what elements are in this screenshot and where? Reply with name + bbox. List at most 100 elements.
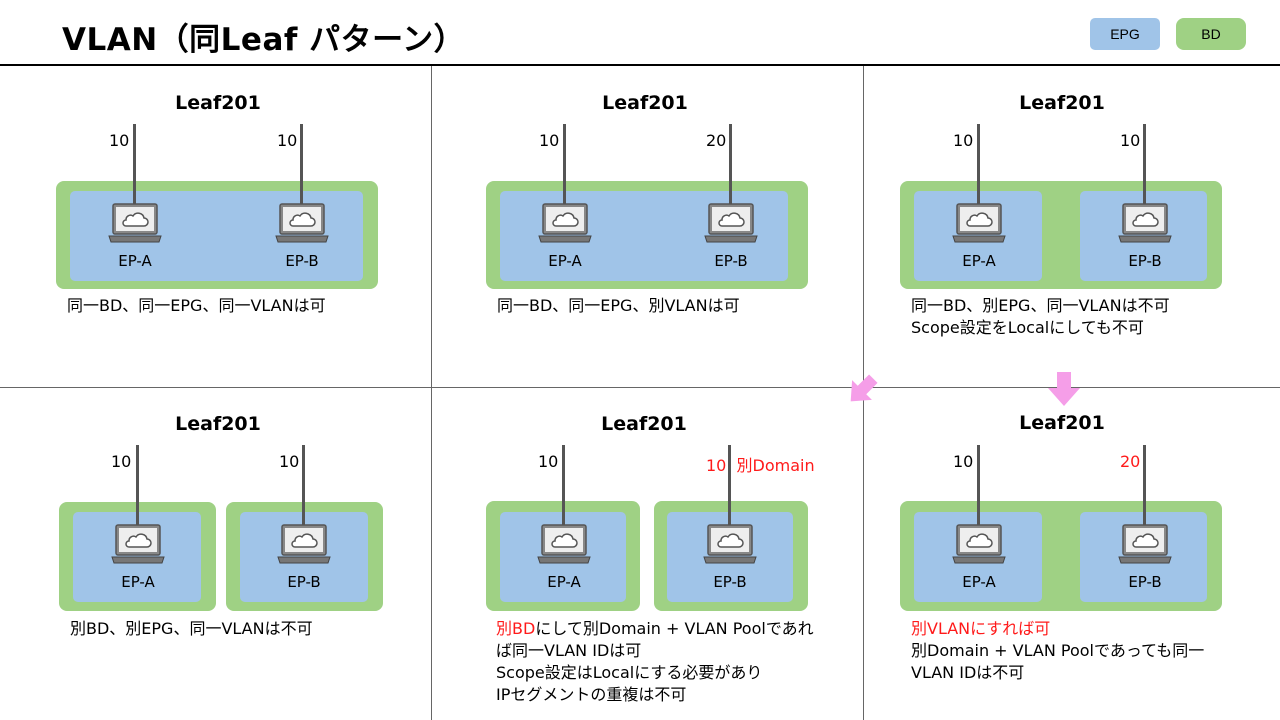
leaf-title: Leaf201 xyxy=(1019,412,1105,434)
laptop-cloud-icon xyxy=(538,203,592,243)
legend-epg: EPG xyxy=(1090,18,1160,50)
endpoint-label: EP-B xyxy=(1128,252,1162,270)
panel-same-bd-diff-epg-diff-vlan: Leaf201 10 20 EP-A EP-B 別VLANにすれば可 別Doma… xyxy=(864,389,1280,709)
caption-line: 同一BD、同一EPG、別VLANは可 xyxy=(497,296,740,315)
legend-bd: BD xyxy=(1176,18,1246,50)
endpoint-label: EP-B xyxy=(714,252,748,270)
panel-caption: 同一BD、別EPG、同一VLANは不可 Scope設定をLocalにしても不可 xyxy=(911,295,1170,339)
endpoint-label: EP-A xyxy=(118,252,152,270)
endpoint-label: EP-B xyxy=(713,573,747,591)
endpoint-b: EP-B xyxy=(1105,523,1185,591)
vlan-label-b: 10 xyxy=(1120,131,1141,150)
laptop-cloud-icon xyxy=(703,524,757,564)
vlan-label-a: 10 xyxy=(538,452,559,471)
vlan-label-a: 10 xyxy=(539,131,560,150)
laptop-cloud-icon xyxy=(1118,524,1172,564)
wire-b xyxy=(300,124,303,214)
leaf-title: Leaf201 xyxy=(175,92,261,114)
domain-note: 別Domain xyxy=(736,456,815,475)
vlan-label-a: 10 xyxy=(953,452,974,471)
panel-same-bd-same-epg-same-vlan: Leaf201 10 10 EP-A EP-B 同一BD、同一EPG、同一VLA… xyxy=(0,66,430,386)
laptop-cloud-icon xyxy=(1118,203,1172,243)
endpoint-a: EP-A xyxy=(939,523,1019,591)
vlan-label-b: 20 xyxy=(706,131,727,150)
caption-line: 別BDにして別Domain + VLAN Poolであれ xyxy=(496,618,814,640)
endpoint-label: EP-A xyxy=(121,573,155,591)
page-title: VLAN（同Leaf パターン） xyxy=(62,22,466,58)
vlan-label-a: 10 xyxy=(111,452,132,471)
laptop-cloud-icon xyxy=(111,524,165,564)
endpoint-label: EP-A xyxy=(548,252,582,270)
wire-a xyxy=(133,124,136,214)
laptop-cloud-icon xyxy=(952,203,1006,243)
caption-line: Scope設定はLocalにする必要があり xyxy=(496,663,763,682)
endpoint-label: EP-A xyxy=(547,573,581,591)
caption-line: 同一BD、別EPG、同一VLANは不可 xyxy=(911,296,1170,315)
laptop-cloud-icon xyxy=(704,203,758,243)
down-arrow-icon xyxy=(1048,372,1080,406)
panel-caption: 同一BD、同一EPG、同一VLANは可 xyxy=(67,295,326,317)
endpoint-b: EP-B xyxy=(1105,202,1185,270)
endpoint-a: EP-A xyxy=(95,202,175,270)
vlan-label-a: 10 xyxy=(953,131,974,150)
diagonal-arrow-icon xyxy=(850,374,878,402)
endpoint-b: EP-B xyxy=(264,523,344,591)
laptop-cloud-icon xyxy=(952,524,1006,564)
panel-diff-bd-diff-domain: Leaf201 10 10 別Domain EP-A EP-B 別BDにして別D… xyxy=(432,389,862,709)
wire-a xyxy=(977,124,980,214)
wire-b xyxy=(728,445,731,535)
panel-caption: 同一BD、同一EPG、別VLANは可 xyxy=(497,295,740,317)
laptop-cloud-icon xyxy=(108,203,162,243)
leaf-title: Leaf201 xyxy=(601,413,687,435)
vlan-label-b: 10 別Domain xyxy=(706,452,815,476)
vlan-label-a: 10 xyxy=(109,131,130,150)
laptop-cloud-icon xyxy=(277,524,331,564)
caption-line: Scope設定をLocalにしても不可 xyxy=(911,318,1144,337)
panel-caption: 別BDにして別Domain + VLAN Poolであれ ば同一VLAN IDは… xyxy=(496,618,814,706)
caption-highlight: 別BD xyxy=(496,619,536,638)
wire-a xyxy=(977,445,980,535)
endpoint-a: EP-A xyxy=(939,202,1019,270)
caption-line: 別Domain + VLAN Poolであっても同一 xyxy=(911,641,1205,660)
column-divider-1 xyxy=(431,66,432,720)
panel-caption: 別VLANにすれば可 別Domain + VLAN Poolであっても同一 VL… xyxy=(911,618,1204,684)
endpoint-a: EP-A xyxy=(525,202,605,270)
row-divider xyxy=(0,387,1280,388)
caption-line: 別BD、別EPG、同一VLANは不可 xyxy=(70,619,313,638)
endpoint-a: EP-A xyxy=(524,523,604,591)
endpoint-label: EP-B xyxy=(285,252,319,270)
wire-b xyxy=(729,124,732,214)
endpoint-label: EP-A xyxy=(962,573,996,591)
panel-same-bd-same-epg-diff-vlan: Leaf201 10 20 EP-A EP-B 同一BD、同一EPG、別VLAN… xyxy=(432,66,862,386)
caption-line: 同一BD、同一EPG、同一VLANは可 xyxy=(67,296,326,315)
caption-line: ば同一VLAN IDは可 xyxy=(496,641,642,660)
wire-a xyxy=(136,445,139,535)
laptop-cloud-icon xyxy=(537,524,591,564)
laptop-cloud-icon xyxy=(275,203,329,243)
endpoint-label: EP-B xyxy=(287,573,321,591)
leaf-title: Leaf201 xyxy=(175,413,261,435)
vlan-label-b: 10 xyxy=(277,131,298,150)
panel-same-bd-diff-epg-same-vlan: Leaf201 10 10 EP-A EP-B 同一BD、別EPG、同一VLAN… xyxy=(864,66,1280,386)
wire-b xyxy=(1143,445,1146,535)
caption-line: VLAN IDは不可 xyxy=(911,663,1025,682)
wire-b xyxy=(302,445,305,535)
caption-line: IPセグメントの重複は不可 xyxy=(496,685,687,704)
endpoint-b: EP-B xyxy=(262,202,342,270)
panel-diff-bd-diff-epg-same-vlan: Leaf201 10 10 EP-A EP-B 別BD、別EPG、同一VLANは… xyxy=(0,389,430,709)
caption-text: にして別Domain + VLAN Poolであれ xyxy=(535,619,814,638)
wire-a xyxy=(562,445,565,535)
wire-b xyxy=(1143,124,1146,214)
leaf-title: Leaf201 xyxy=(602,92,688,114)
caption-highlight: 別VLANにすれば可 xyxy=(911,619,1051,638)
wire-a xyxy=(563,124,566,214)
leaf-title: Leaf201 xyxy=(1019,92,1105,114)
endpoint-b: EP-B xyxy=(691,202,771,270)
vlan-label-b: 10 xyxy=(279,452,300,471)
title-divider xyxy=(0,64,1280,66)
panel-caption: 別BD、別EPG、同一VLANは不可 xyxy=(70,618,313,640)
endpoint-label: EP-B xyxy=(1128,573,1162,591)
vlan-label-b: 20 xyxy=(1120,452,1141,471)
endpoint-label: EP-A xyxy=(962,252,996,270)
endpoint-a: EP-A xyxy=(98,523,178,591)
